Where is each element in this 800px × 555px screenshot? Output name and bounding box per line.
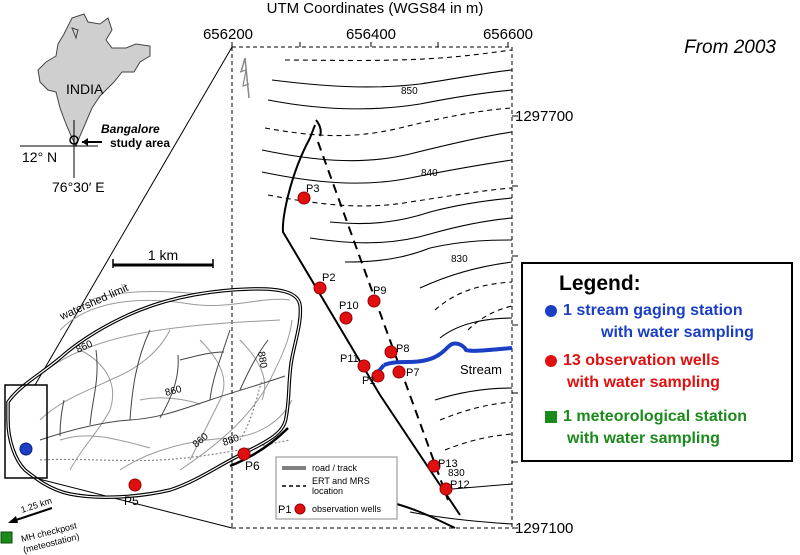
well-label-p3: P3 — [306, 183, 319, 195]
detail-frame — [231, 42, 518, 529]
bangalore-label: Bangalore — [101, 122, 160, 136]
contour-label-830a: 830 — [451, 254, 468, 265]
watershed-contours — [39, 291, 293, 471]
well-label-p2: P2 — [322, 272, 335, 284]
ws-contour-880b: 880 — [221, 433, 241, 449]
well-label-p6: P6 — [245, 459, 260, 473]
legend-wells-line-1: 13 observation wells — [563, 352, 720, 369]
north-arrow-icon — [239, 57, 250, 99]
legend-title: Legend: — [559, 272, 641, 295]
zoom-line-top — [34, 46, 233, 386]
axis-title: UTM Coordinates (WGS84 in m) — [267, 0, 484, 17]
well-p9[interactable] — [367, 294, 381, 308]
scale-label: 1 km — [148, 247, 178, 263]
stream-line — [383, 341, 513, 367]
well-label-p9: P9 — [373, 285, 386, 297]
well-p10[interactable] — [339, 311, 353, 325]
met-distance-label: 1.25 km — [20, 495, 54, 514]
y-tick-1297700: 1297700 — [515, 108, 573, 125]
well-p13[interactable] — [427, 459, 441, 473]
study-area-label: study area — [110, 136, 170, 150]
ws-contour-880a: 880 — [255, 351, 269, 370]
x-tick-656200: 656200 — [203, 26, 253, 43]
well-p7[interactable] — [392, 365, 406, 379]
zoom-line-bottom — [34, 477, 233, 529]
y-tick-1297100: 1297100 — [515, 520, 573, 537]
well-p3[interactable] — [297, 191, 311, 205]
x-tick-656600: 656600 — [483, 26, 533, 43]
ws-contour-860b: 860 — [164, 384, 183, 399]
key-ert-label-2: location — [312, 486, 343, 496]
well-label-p10: P10 — [339, 300, 359, 312]
well-label-p13: P13 — [438, 458, 458, 470]
legend-stream-line-2: with water sampling — [601, 324, 754, 341]
blue-circle-icon — [545, 305, 557, 317]
ert-mrs-line — [317, 141, 449, 501]
green-square-icon — [545, 411, 557, 423]
detail-extent-box — [4, 384, 48, 479]
well-label-p8: P8 — [396, 343, 409, 355]
well-p12[interactable] — [439, 482, 453, 496]
well-p6[interactable] — [237, 447, 251, 461]
date-note: From 2003 — [684, 37, 776, 58]
key-road-label: road / track — [312, 463, 358, 473]
contour-label-830b: 830 — [448, 468, 465, 479]
india-label: INDIA — [66, 81, 104, 97]
well-label-p11: P11 — [340, 353, 359, 365]
ws-contour-860a: 860 — [75, 339, 95, 356]
well-label-p1: P1 — [362, 375, 375, 387]
legend-wells-line-2: with water sampling — [567, 374, 720, 391]
well-label-p5: P5 — [124, 494, 139, 508]
legend-met-line-2: with water sampling — [567, 430, 720, 447]
stream-gauge-marker[interactable] — [19, 442, 33, 456]
well-p2[interactable] — [313, 281, 327, 295]
well-p11[interactable] — [357, 359, 371, 373]
well-p5[interactable] — [128, 478, 142, 492]
key-well-label: observation wells — [312, 504, 382, 514]
ws-contour-860c: 860 — [191, 431, 211, 450]
x-tick-656400: 656400 — [346, 26, 396, 43]
well-label-p7: P7 — [406, 367, 419, 379]
red-circle-icon — [545, 355, 557, 367]
legend-met-line-1: 1 meteorological station — [563, 408, 748, 425]
watershed-streams — [39, 329, 286, 441]
detail-wells — [297, 191, 453, 496]
key-well-symbol — [294, 503, 306, 515]
stream-label: Stream — [460, 362, 502, 377]
key-well-code: P1 — [278, 504, 291, 516]
longitude-label: 76°30′ E — [52, 179, 105, 195]
bangalore-marker — [69, 135, 79, 145]
met-station-marker[interactable] — [0, 531, 13, 544]
key-ert-label-1: ERT and MRS — [312, 476, 370, 486]
legend-box: Legend: 1 stream gaging station with wat… — [521, 262, 793, 462]
contour-label-840: 840 — [421, 168, 438, 179]
well-label-p12: P12 — [450, 479, 470, 491]
watershed-tracks — [39, 379, 291, 462]
contour-label-850: 850 — [401, 86, 418, 97]
well-p1[interactable] — [371, 369, 385, 383]
india-map — [37, 13, 151, 148]
well-p8[interactable] — [384, 345, 398, 359]
legend-stream-line-1: 1 stream gaging station — [563, 302, 743, 319]
detail-contours — [261, 49, 513, 525]
latitude-label: 12° N — [22, 149, 57, 165]
